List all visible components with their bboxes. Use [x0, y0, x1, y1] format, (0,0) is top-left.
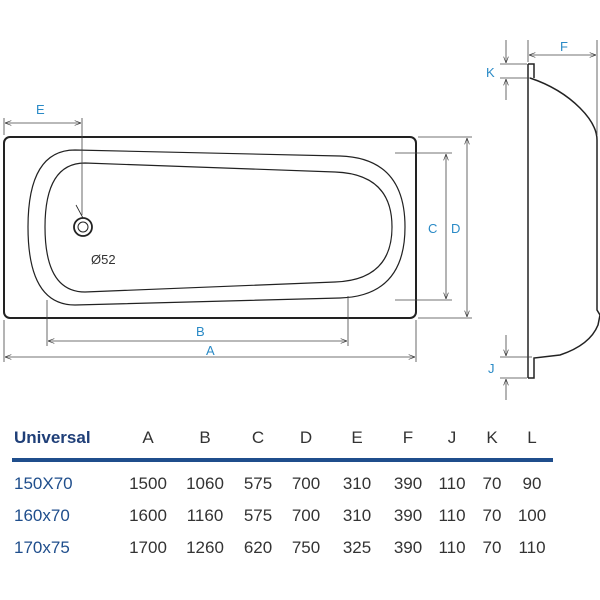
dimension-value: 310	[342, 474, 372, 493]
dimension-value: 70	[482, 538, 502, 557]
dimension-value: 1700	[129, 538, 167, 557]
dim-label-c: C	[428, 221, 437, 236]
dimension-value: 1260	[186, 538, 224, 557]
dimension-lines	[3, 118, 472, 362]
dimension-value: 700	[291, 506, 321, 525]
dimension-value: 575	[243, 506, 273, 525]
dimension-value: 110	[518, 538, 546, 557]
dimension-value: 110	[438, 538, 466, 557]
dimension-value: 110	[438, 474, 466, 493]
dimension-value: 70	[482, 506, 502, 525]
drain-diameter-label: Ø52	[91, 252, 116, 267]
header-l: L	[527, 428, 537, 447]
dimension-value: 100	[517, 506, 547, 525]
dimension-value: 390	[393, 474, 423, 493]
table-row: 170x75 1700 1260 620 750 325 390 110 70 110	[0, 538, 600, 570]
dimension-value: 1500	[129, 474, 167, 493]
dimension-value: 70	[482, 474, 502, 493]
header-c: C	[251, 428, 265, 447]
dimension-value: 90	[522, 474, 542, 493]
header-model: Universal	[14, 428, 91, 447]
dimension-value: 700	[291, 474, 321, 493]
dim-label-d: D	[451, 221, 460, 236]
header-b: B	[199, 428, 211, 447]
table-row: 150X70 1500 1060 575 700 310 390 110 70 90	[0, 474, 600, 506]
dimension-value: 1600	[129, 506, 167, 525]
model-name: 170x75	[14, 538, 70, 557]
dim-label-j: J	[488, 361, 495, 376]
dimension-value: 310	[342, 506, 372, 525]
dim-label-e: E	[36, 102, 45, 117]
tub-basin-bottom	[44, 162, 393, 293]
dimension-value: 620	[243, 538, 273, 557]
side-view	[527, 63, 600, 379]
drain-icon	[73, 217, 93, 237]
header-d: D	[299, 428, 313, 447]
header-a: A	[142, 428, 154, 447]
dimension-value: 1160	[186, 506, 224, 525]
header-j: J	[447, 428, 457, 447]
dim-label-a: A	[206, 343, 215, 358]
dimension-value: 750	[291, 538, 321, 557]
dim-label-f: F	[560, 39, 568, 54]
model-name: 160x70	[14, 506, 70, 525]
dimension-value: 110	[438, 506, 466, 525]
dimension-value: 575	[243, 474, 273, 493]
bathtub-drawing: E C D B A Ø52 F K J	[3, 39, 600, 400]
model-name: 150X70	[14, 474, 73, 493]
dimension-value: 390	[393, 506, 423, 525]
table-row: 160x70 1600 1160 575 700 310 390 110 70 100	[0, 506, 600, 538]
dimension-value: 390	[393, 538, 423, 557]
dimensions-table: Universal A B C D E F J K L 150X70 1500 10…	[0, 428, 600, 570]
header-k: K	[486, 428, 498, 447]
dim-label-b: B	[196, 324, 205, 339]
header-e: E	[351, 428, 363, 447]
tub-basin-outline	[27, 149, 406, 306]
dimension-value: 325	[342, 538, 372, 557]
tub-outer-rim	[3, 136, 417, 319]
dimension-value: 1060	[186, 474, 224, 493]
table-header-row: Universal A B C D E F J K L	[0, 428, 600, 460]
header-f: F	[402, 428, 414, 447]
top-view	[3, 136, 417, 319]
dim-label-k: K	[486, 65, 495, 80]
table-header-rule	[12, 458, 553, 462]
